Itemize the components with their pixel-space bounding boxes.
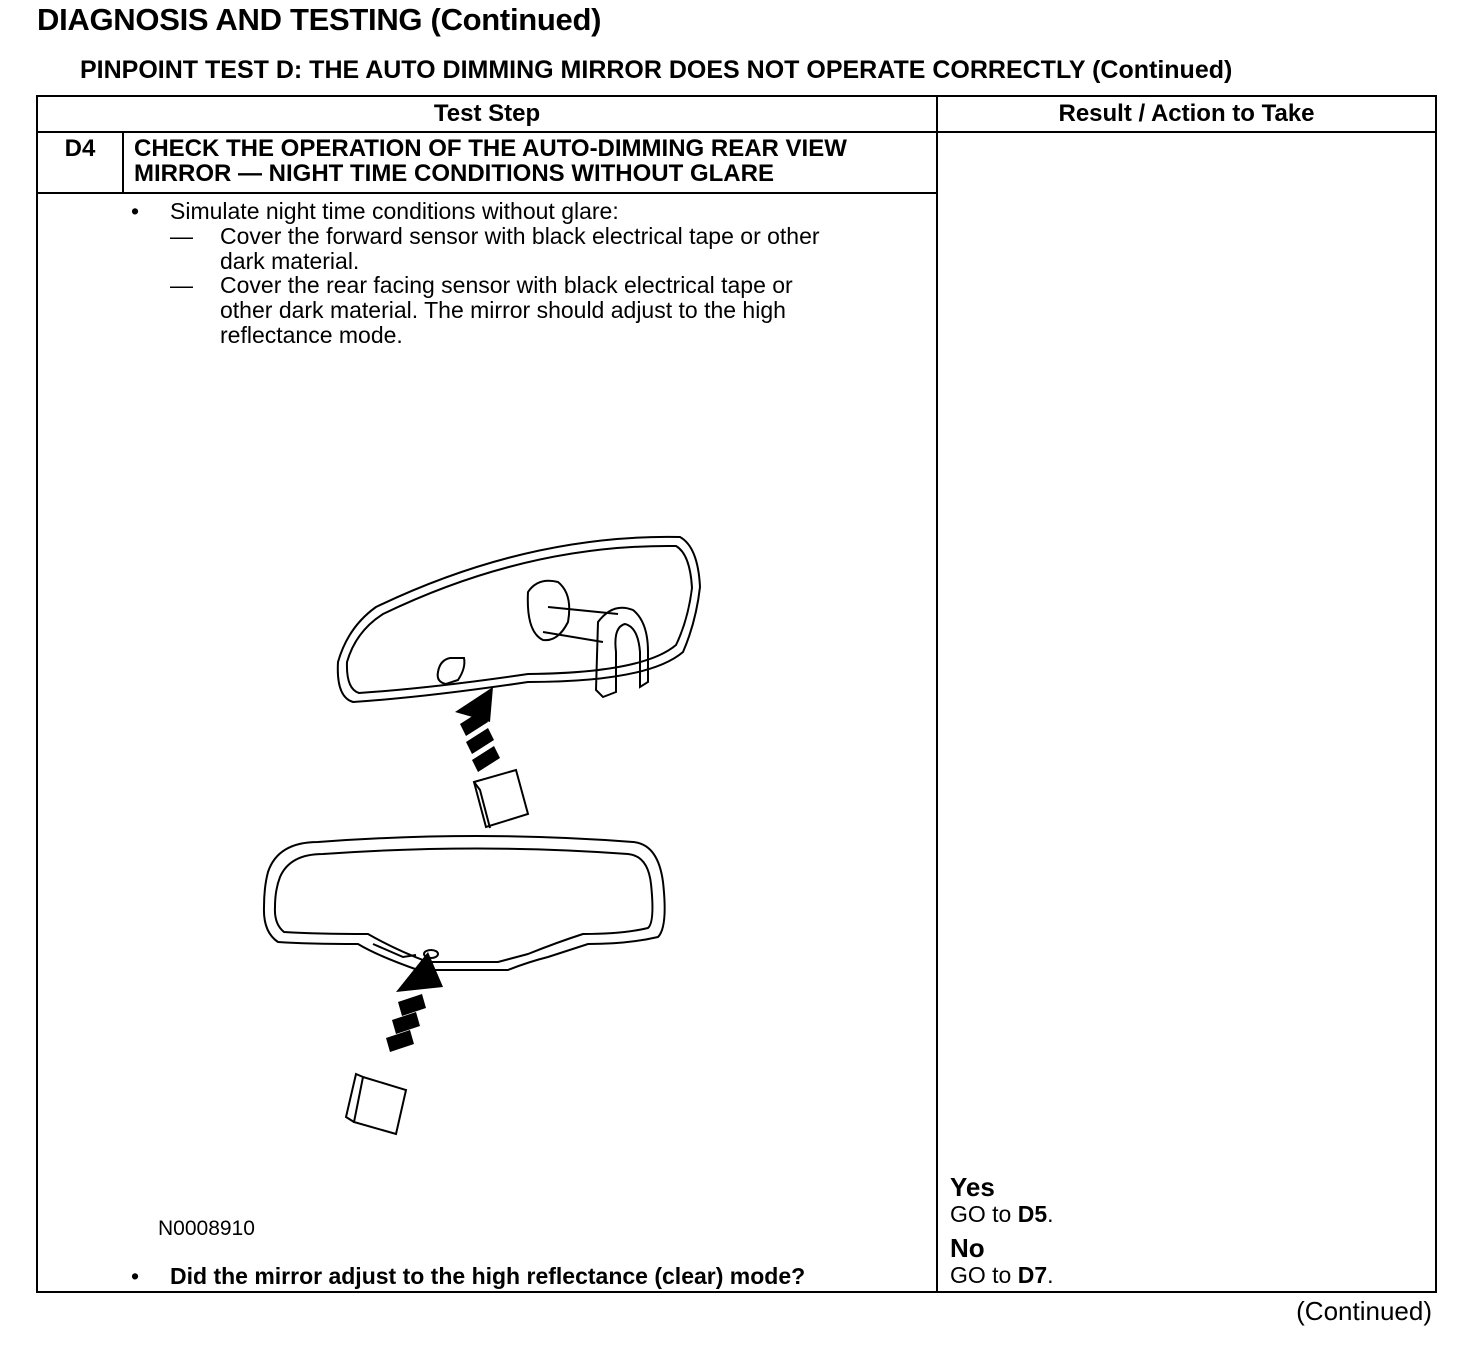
figure-id: N0008910 [158, 1217, 255, 1240]
mirror-sensor-illustration [262, 535, 702, 1136]
step-id-divider [122, 131, 124, 193]
page-title: DIAGNOSIS AND TESTING (Continued) [37, 2, 602, 37]
result-action: GO to D5. [950, 1201, 1054, 1227]
step-id: D4 [64, 135, 96, 162]
sub-item-text: Cover the forward sensor with black elec… [220, 224, 920, 274]
sub-item-line: dark material. [220, 248, 360, 274]
bullet-text: Simulate night time conditions without g… [170, 198, 619, 224]
continued-label: (Continued) [1296, 1296, 1432, 1326]
dash-mark: — [170, 272, 193, 298]
header-result-action: Result / Action to Take [1058, 100, 1315, 127]
dash-mark: — [170, 223, 193, 249]
pinpoint-test-title: PINPOINT TEST D: THE AUTO DIMMING MIRROR… [80, 56, 1233, 84]
sub-item-line: Cover the forward sensor with black elec… [220, 223, 820, 249]
sub-item-line: reflectance mode. [220, 322, 403, 348]
cover-arrow-icon [455, 687, 500, 772]
pinpoint-test-table: Test Step Result / Action to Take D4 CHE… [36, 95, 1437, 1293]
header-test-step: Test Step [433, 100, 541, 127]
result-yes: Yes GO to D5. [950, 1173, 1054, 1227]
sub-item-line: other dark material. The mirror should a… [220, 297, 786, 323]
column-divider [936, 97, 938, 1291]
cover-arrow-icon [386, 952, 443, 1052]
rear-sensor-icon [423, 949, 439, 959]
mirror-back-view [336, 535, 702, 704]
tape-piece-icon [344, 1072, 408, 1136]
step-title-divider [38, 192, 936, 194]
bullet-dot: • [130, 198, 140, 224]
step-title-line: CHECK THE OPERATION OF THE AUTO-DIMMING … [134, 135, 847, 162]
mirror-front-view [262, 835, 666, 971]
step-title-line: MIRROR — NIGHT TIME CONDITIONS WITHOUT G… [134, 160, 774, 187]
header-divider [38, 131, 1435, 133]
sub-item-line: Cover the rear facing sensor with black … [220, 272, 793, 298]
result-label: Yes [950, 1172, 995, 1202]
tape-piece-icon [472, 768, 530, 829]
forward-sensor-icon [436, 657, 466, 686]
result-no: No GO to D7. [950, 1234, 1054, 1288]
result-action: GO to D7. [950, 1262, 1054, 1288]
bullet-dot: • [130, 1263, 140, 1289]
sub-item-text: Cover the rear facing sensor with black … [220, 273, 920, 348]
question-text: Did the mirror adjust to the high reflec… [170, 1263, 806, 1289]
step-title: CHECK THE OPERATION OF THE AUTO-DIMMING … [134, 133, 934, 186]
result-label: No [950, 1233, 985, 1263]
